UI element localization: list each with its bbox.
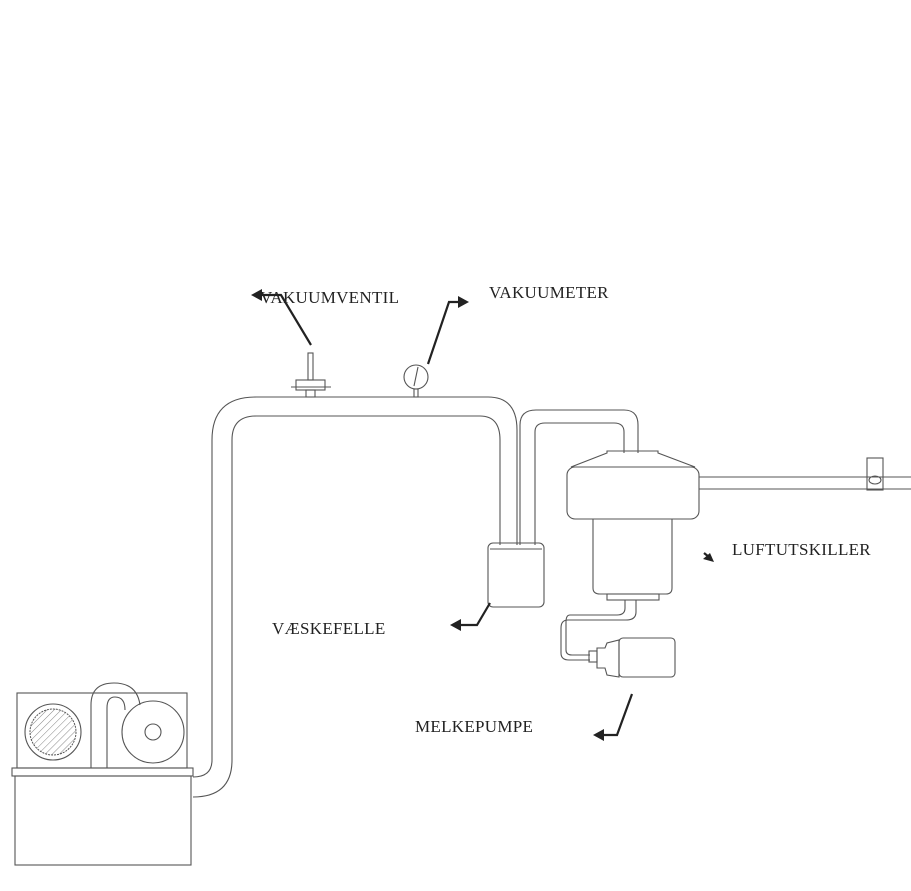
arrow-vacuum-gauge bbox=[426, 296, 469, 365]
label-vacuum-valve: VAKUUMVENTIL bbox=[260, 288, 400, 307]
vacuum-gauge bbox=[403, 364, 429, 398]
arrow-liquid-trap bbox=[450, 602, 491, 631]
label-milk-pump: MELKEPUMPE bbox=[415, 717, 534, 736]
separator-pipe bbox=[519, 409, 639, 545]
arrow-air-separator bbox=[703, 552, 714, 562]
air-separator bbox=[566, 450, 700, 601]
milk-line bbox=[699, 457, 911, 491]
liquid-trap bbox=[487, 542, 545, 608]
label-vacuum-gauge: VAKUUMETER bbox=[489, 283, 609, 302]
vacuum-valve bbox=[291, 352, 331, 398]
vacuum-pump-unit bbox=[11, 682, 194, 866]
vacuum-pipe bbox=[192, 396, 518, 798]
arrow-vacuum-valve bbox=[251, 289, 312, 346]
label-air-separator: LUFTUTSKILLER bbox=[732, 540, 871, 559]
label-liquid-trap: VÆSKEFELLE bbox=[272, 619, 386, 638]
separator-pipe-inner bbox=[534, 422, 625, 545]
arrow-milk-pump bbox=[593, 693, 634, 741]
milk-pump bbox=[560, 600, 676, 678]
